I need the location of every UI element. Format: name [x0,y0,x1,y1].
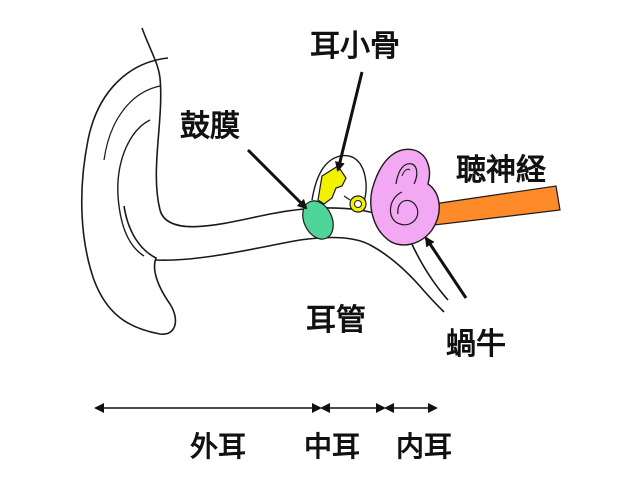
ear-canal-lower-wall [154,236,445,313]
cochlea-pointer-arrow [424,236,468,299]
eardrum-shape [302,200,334,240]
ear-canal-label: 耳管 [306,303,366,338]
inner-ear-label: 内耳 [396,430,452,463]
semicircular-canal [395,163,418,185]
cochlea-label: 蝸牛 [446,327,506,362]
outer-ear-label: 外耳 [190,430,246,463]
eardrum-label: 鼓膜 [180,109,240,144]
auricle-outline [80,57,177,335]
cochlea-spiral [389,191,419,226]
auditory-nerve-label: 聴神経 [456,153,547,188]
auditory-nerve-shape [419,185,561,227]
ossicles-label: 耳小骨 [310,29,400,64]
auricle-inner-fold [117,119,151,257]
ossicles-pointer-arrow [335,71,364,172]
middle-ear-cavity [311,154,367,213]
middle-ear-label: 中耳 [304,430,360,463]
cochlea-shape [370,148,440,246]
ossicles-shape [317,165,347,205]
eardrum-pointer-arrow [246,148,308,210]
auricle-helix-ridge [103,85,161,161]
